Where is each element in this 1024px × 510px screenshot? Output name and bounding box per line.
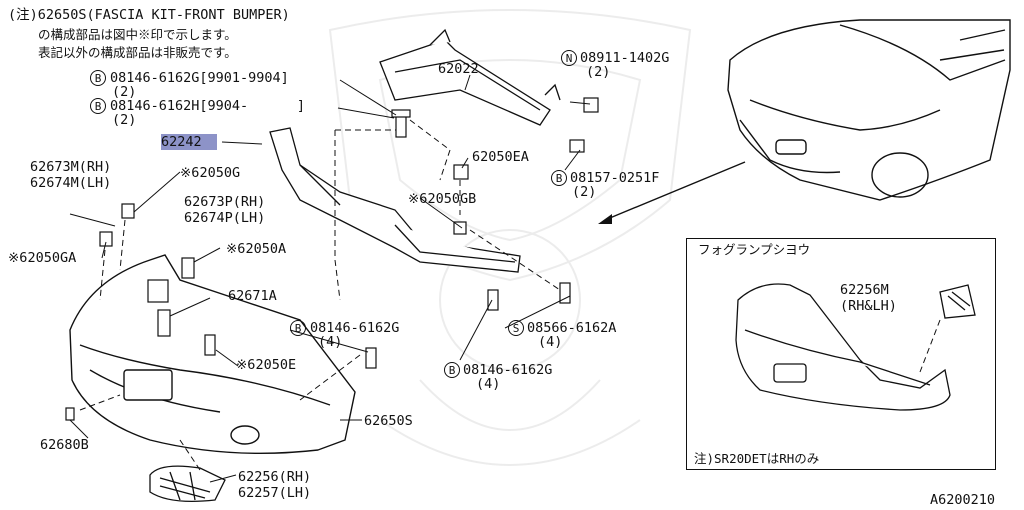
- part-08146-6162H[interactable]: 08146-6162H[9904- ]: [110, 98, 306, 114]
- header-note-line3: 表記以外の構成部品は非販売です。: [38, 45, 237, 60]
- part-62256M-qty: (RH&LH): [840, 298, 897, 314]
- fog-lamp-inset: [686, 238, 996, 470]
- part-08566-6162A[interactable]: 08566-6162A: [527, 320, 617, 336]
- highlight-62242: [161, 134, 217, 150]
- screw-s-marker: S: [508, 320, 524, 336]
- header-note-line1: (注)62650S(FASCIA KIT-FRONT BUMPER): [8, 7, 290, 23]
- part-08146-6162G-c[interactable]: 08146-6162G: [463, 362, 553, 378]
- part-08157-0251F[interactable]: 08157-0251F: [570, 170, 660, 186]
- fog-grille: [149, 465, 226, 502]
- part-08146-6162G-c-qty: (4): [476, 376, 501, 392]
- part-62242[interactable]: 62242: [161, 134, 202, 150]
- part-62050A[interactable]: ※62050A: [226, 241, 287, 257]
- bolt-b-marker: B: [290, 320, 306, 336]
- part-08911-1402G-qty: (2): [586, 64, 611, 80]
- part-62673M[interactable]: 62673M(RH): [30, 159, 112, 175]
- diagram-id: A6200210: [930, 492, 996, 508]
- part-08146-6162H-qty: (2): [112, 112, 137, 128]
- part-62256[interactable]: 62256(RH): [238, 469, 312, 485]
- part-62050GB[interactable]: ※62050GB: [408, 191, 477, 207]
- bolt-b-marker: B: [90, 98, 106, 114]
- part-62674M[interactable]: 62674M(LH): [30, 175, 112, 191]
- small-fasteners: [65, 97, 599, 421]
- part-62256M[interactable]: 62256M: [840, 282, 889, 298]
- inset-drawing: [735, 283, 976, 411]
- part-62050G[interactable]: ※62050G: [180, 165, 241, 181]
- part-08146-6162G-qty: (2): [112, 84, 137, 100]
- bumper-reinforcement: [269, 127, 521, 273]
- part-62650S[interactable]: 62650S: [364, 413, 413, 429]
- callout-arrow: [604, 161, 746, 221]
- part-62673P[interactable]: 62673P(RH): [184, 194, 266, 210]
- part-08911-1402G[interactable]: 08911-1402G: [580, 50, 670, 66]
- part-62050E[interactable]: ※62050E: [236, 357, 297, 373]
- part-08566-6162A-qty: (4): [538, 334, 563, 350]
- nut-n-marker: N: [561, 50, 577, 66]
- part-08157-0251F-qty: (2): [572, 184, 597, 200]
- part-62671A[interactable]: 62671A: [228, 288, 277, 304]
- reinforcement-bracket: [379, 28, 561, 126]
- bolt-b-marker: B: [444, 362, 460, 378]
- dashed-lines: [79, 119, 561, 471]
- part-08146-6162G[interactable]: 08146-6162G[9901-9904]: [110, 70, 289, 86]
- part-62050GA[interactable]: ※62050GA: [8, 250, 77, 266]
- part-08146-6162G-b-qty: (4): [318, 334, 343, 350]
- part-08146-6162G-b[interactable]: 08146-6162G: [310, 320, 400, 336]
- bolt-b-marker: B: [90, 70, 106, 86]
- header-note-line2: の構成部品は図中※印で示します。: [38, 27, 237, 42]
- bolt-b-marker: B: [551, 170, 567, 186]
- part-62257[interactable]: 62257(LH): [238, 485, 312, 501]
- part-62050EA[interactable]: 62050EA: [472, 149, 529, 165]
- car-outline: [727, 19, 1011, 201]
- inset-note: 注)SR20DETはRHのみ: [694, 451, 820, 466]
- part-62674P[interactable]: 62674P(LH): [184, 210, 266, 226]
- part-62022[interactable]: 62022: [438, 61, 479, 77]
- part-62680B[interactable]: 62680B: [40, 437, 89, 453]
- inset-title: フォグランプシヨウ: [698, 242, 811, 257]
